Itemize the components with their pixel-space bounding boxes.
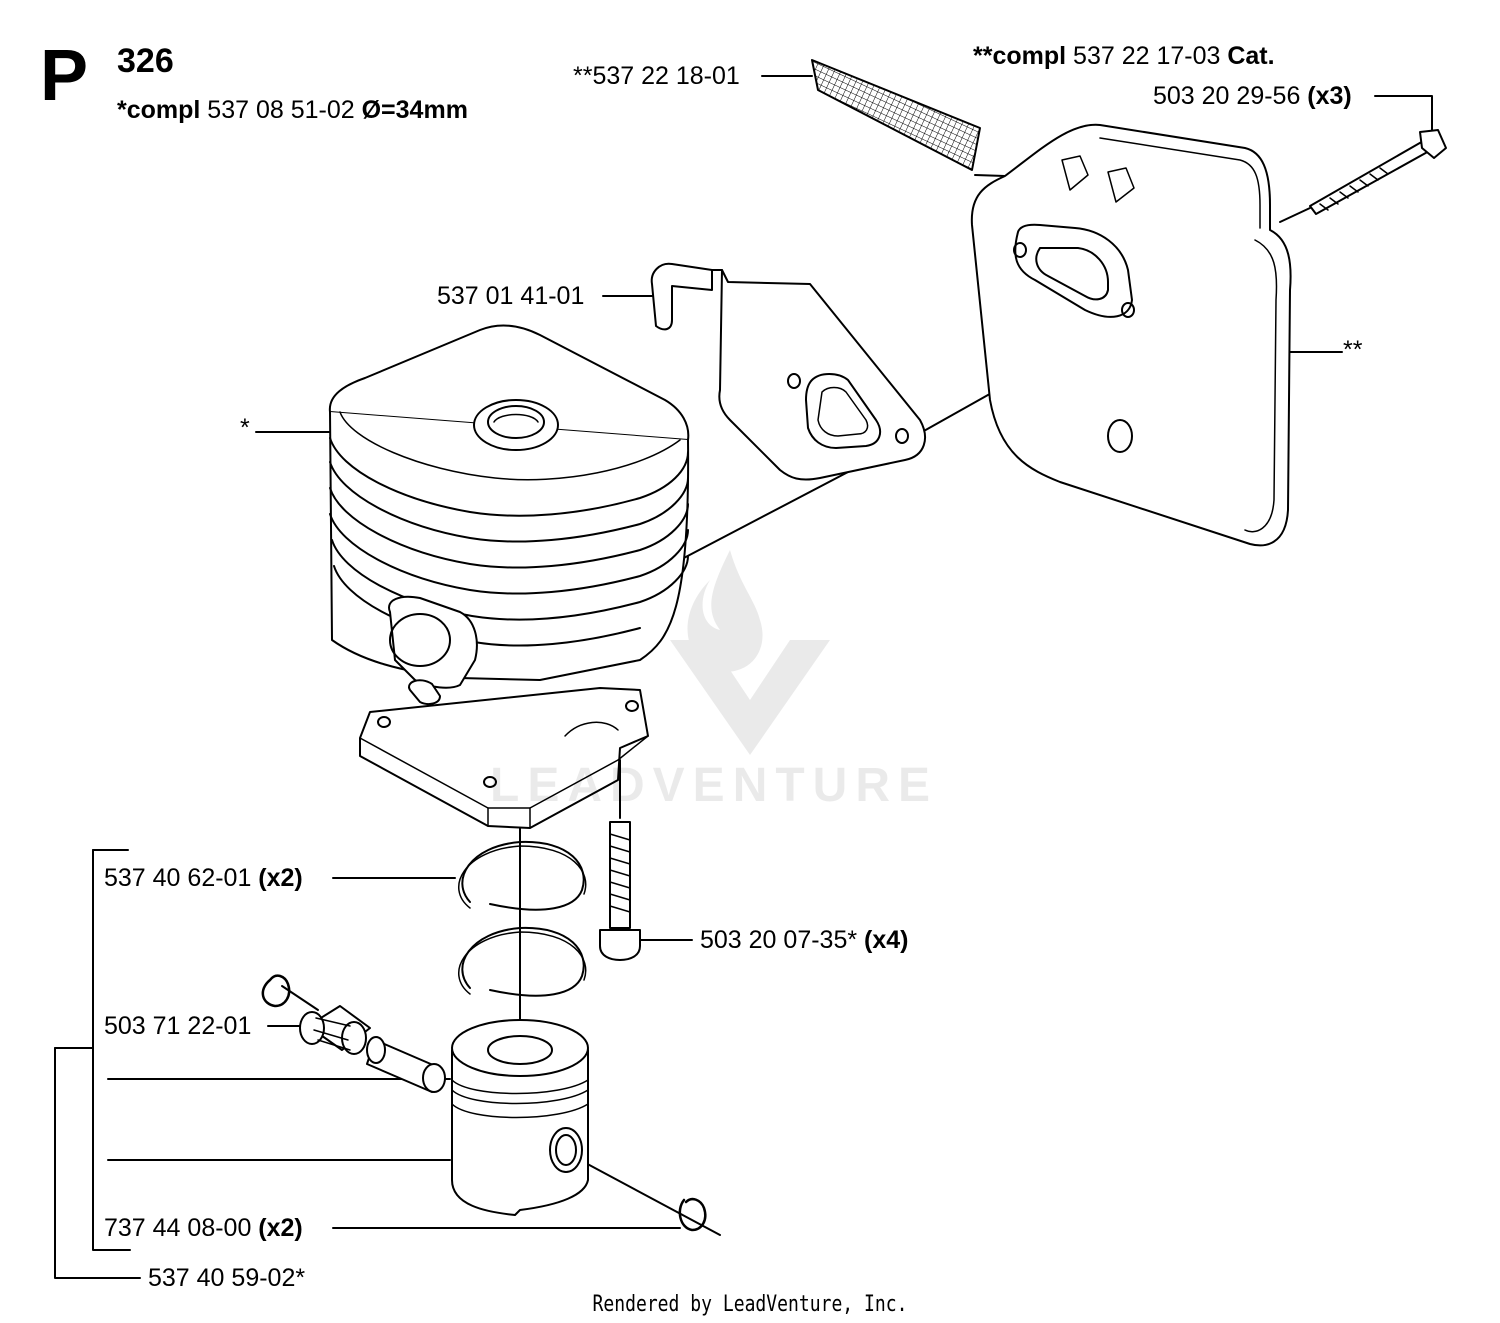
part-number: 537 01 41-01 <box>437 282 585 310</box>
watermark-logo: LEADVENTURE <box>470 530 1030 812</box>
circlip-right <box>678 1197 707 1232</box>
callout-cylinder[interactable]: * <box>240 414 250 442</box>
callout-circlip[interactable]: 737 44 08-00 (x2) <box>104 1214 303 1242</box>
circlip-left <box>261 974 291 1008</box>
muffler <box>970 123 1292 547</box>
piston <box>451 1019 589 1216</box>
muffler-kit-label: **compl 537 22 17-03 Cat. <box>973 42 1275 70</box>
part-number: **537 22 18-01 <box>573 62 740 90</box>
callout-muffler-bracket[interactable]: 537 01 41-01 <box>437 282 584 310</box>
part-number: 503 20 07-35* <box>700 926 865 954</box>
watermark-text: LEADVENTURE <box>490 759 939 812</box>
cylinder-kit-label: *compl 537 08 51-02 Ø=34mm <box>117 96 468 124</box>
part-number: 503 71 22-01 <box>104 1012 252 1040</box>
piston-rings <box>458 840 587 997</box>
callout-needle-bearing[interactable]: 503 71 22-01 <box>104 1012 251 1040</box>
part-quantity: (x4) <box>864 926 909 954</box>
part-quantity: (x3) <box>1307 82 1352 110</box>
callout-piston-ring[interactable]: 537 40 62-01 (x2) <box>104 864 303 892</box>
muffler-kit-suffix: Cat. <box>1227 42 1275 70</box>
muffler-bracket <box>650 262 926 481</box>
cylinder-kit-spec: Ø=34mm <box>361 96 468 124</box>
part-quantity: (x2) <box>258 864 303 892</box>
spark-arrestor-screen <box>811 59 981 171</box>
part-number: ** <box>1343 336 1363 364</box>
cylinder-screw <box>599 821 641 961</box>
muffler-kit-prefix: **compl <box>973 42 1067 70</box>
part-number: 503 20 29-56 <box>1153 82 1308 110</box>
muffler-bolt <box>1309 129 1447 215</box>
part-number: * <box>240 414 250 442</box>
part-number: 537 40 59-02* <box>148 1264 306 1292</box>
cylinder-kit-number: 537 08 51-02 <box>200 96 362 124</box>
callout-spark-screen[interactable]: **537 22 18-01 <box>573 62 740 90</box>
callout-cylinder-screw[interactable]: 503 20 07-35* (x4) <box>700 926 909 954</box>
model-number: 326 <box>117 42 174 80</box>
callout-muffler-bolt[interactable]: 503 20 29-56 (x3) <box>1153 82 1352 110</box>
piston-pin <box>366 1036 446 1093</box>
section-letter: P <box>40 36 89 116</box>
callout-muffler[interactable]: ** <box>1343 336 1362 364</box>
footer-credit: Rendered by LeadVenture, Inc. <box>592 1292 908 1317</box>
part-number: 537 40 62-01 <box>104 864 259 892</box>
cylinder-kit-prefix: *compl <box>117 96 201 124</box>
cylinder <box>328 324 690 829</box>
callout-piston-kit[interactable]: 537 40 59-02* <box>148 1264 305 1292</box>
needle-bearing <box>299 1005 371 1055</box>
part-number: 737 44 08-00 <box>104 1214 259 1242</box>
flame-icon <box>670 550 830 755</box>
muffler-kit-number: 537 22 17-03 <box>1066 42 1228 70</box>
part-quantity: (x2) <box>258 1214 303 1242</box>
